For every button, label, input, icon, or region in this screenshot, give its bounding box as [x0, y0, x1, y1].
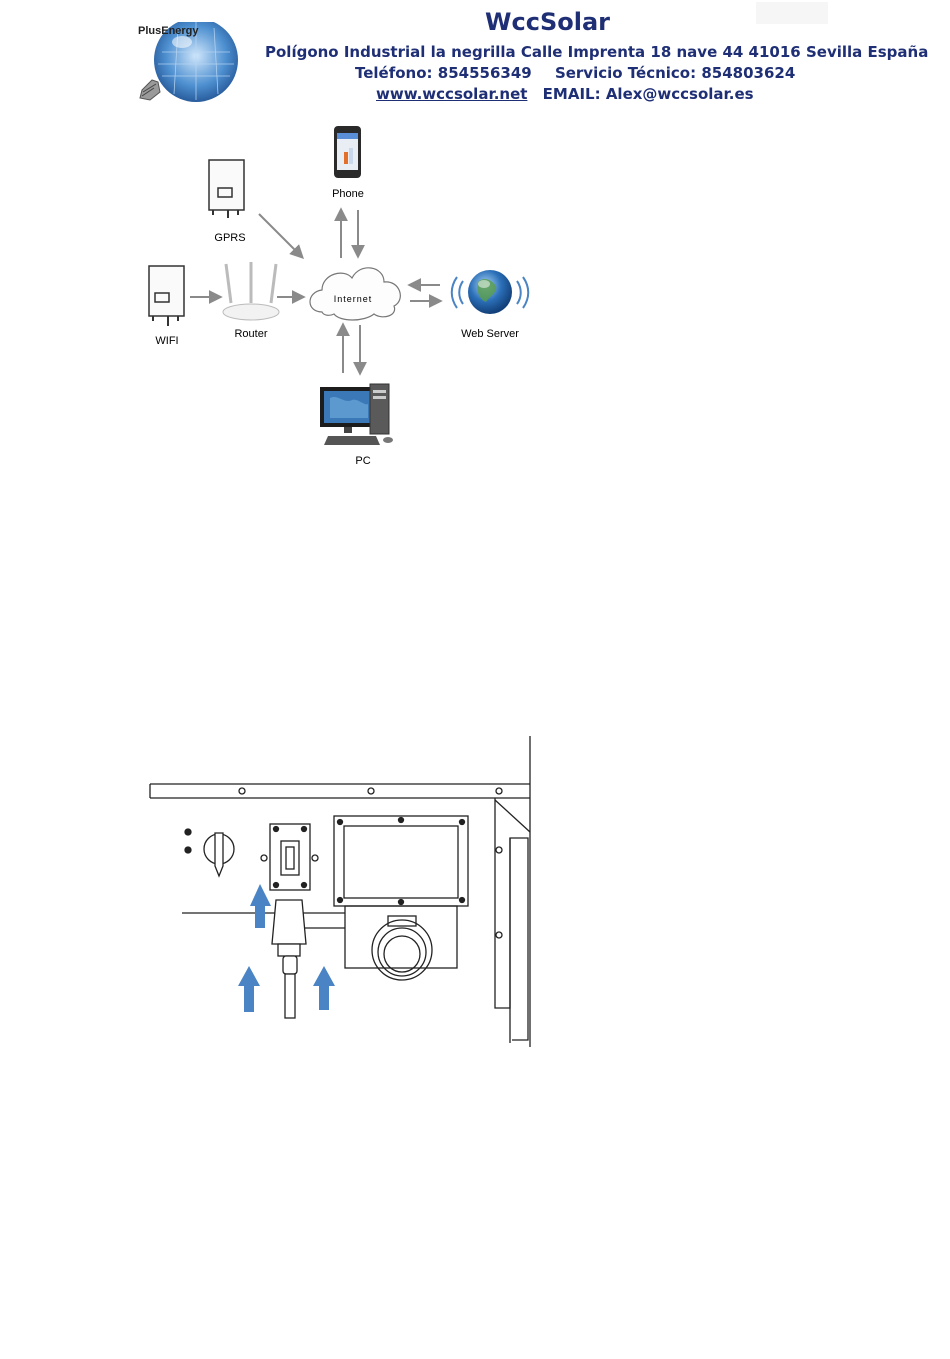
pc-label: PC	[355, 455, 370, 467]
arrow-right-shaft	[319, 986, 329, 1010]
arrow-right-up	[313, 966, 335, 986]
wifi-label: WIFI	[155, 335, 178, 347]
globe-icon	[452, 270, 529, 314]
arrow-left-shaft	[244, 986, 254, 1012]
router-label: Router	[234, 328, 267, 340]
web-server-label: Web Server	[461, 328, 519, 340]
router-icon	[223, 262, 279, 320]
installation-drawing	[150, 736, 530, 1047]
phone-label: Phone	[332, 188, 364, 200]
arrow-top-up	[250, 884, 271, 906]
gprs-to-internet-arrow	[259, 214, 302, 257]
wifi-inverter-icon	[149, 266, 184, 326]
phone-icon	[334, 126, 361, 178]
internet-label: Internet	[334, 294, 373, 304]
gprs-label: GPRS	[214, 232, 245, 244]
arrow-top-shaft	[255, 906, 265, 928]
gprs-inverter-icon	[209, 160, 244, 218]
pc-icon	[320, 384, 393, 445]
